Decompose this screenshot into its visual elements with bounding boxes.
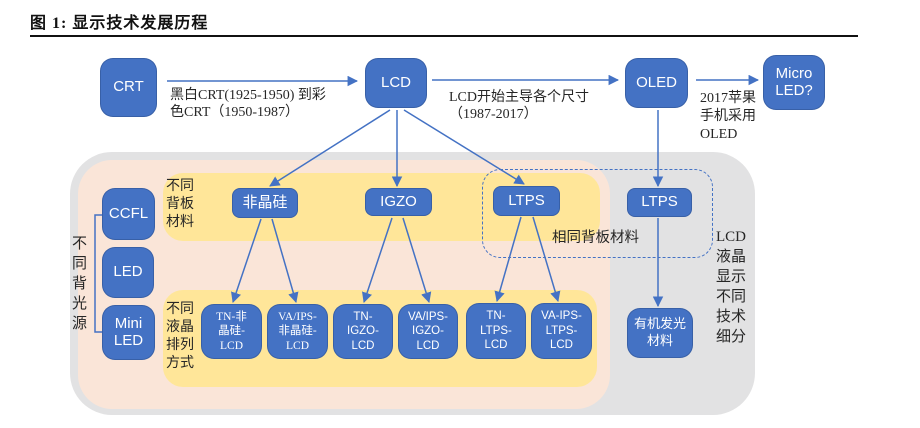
node-ltps-oled: LTPS	[627, 188, 692, 217]
label-liquid-crystal-band: 不同液晶排列方式	[166, 302, 194, 371]
label-backplane-band: 不同背板材料	[166, 179, 194, 230]
note-oled-to-microled: 2017苹果 手机采用 OLED	[700, 91, 756, 142]
node-lcd: LCD	[365, 58, 427, 108]
node-va-ltps-lcd: VA-IPS- LTPS- LCD	[531, 303, 592, 359]
node-micro-led: Micro LED?	[763, 55, 825, 110]
node-a-si: 非晶硅	[232, 188, 298, 218]
node-mini-led: Mini LED	[102, 305, 155, 360]
label-lcd-segmentation: LCD液晶显示不同技术细分	[716, 229, 747, 345]
node-tn-ltps-lcd: TN- LTPS- LCD	[466, 303, 526, 359]
figure-title: 图 1: 显示技术发展历程	[30, 15, 209, 32]
node-oled: OLED	[625, 58, 688, 108]
node-tn-igzo-lcd: TN- IGZO- LCD	[333, 304, 393, 359]
note-lcd-to-oled: LCD开始主导各个尺寸 （1987-2017）	[449, 90, 589, 122]
note-crt-to-lcd: 黑白CRT(1925-1950) 到彩 色CRT（1950-1987）	[170, 88, 326, 120]
node-tn-asi-lcd: TN-非 晶硅- LCD	[201, 304, 262, 359]
label-same-backplane: 相同背板材料	[552, 230, 639, 246]
node-va-igzo-lcd: VA/IPS- IGZO- LCD	[398, 304, 458, 359]
node-va-asi-lcd: VA/IPS- 非晶硅- LCD	[267, 304, 328, 359]
same-backplane-dashed-group	[482, 169, 713, 258]
node-crt: CRT	[100, 58, 157, 117]
node-organic-material: 有机发光 材料	[627, 308, 693, 358]
node-ccfl: CCFL	[102, 188, 155, 240]
title-underline	[30, 35, 858, 37]
node-igzo: IGZO	[365, 188, 432, 216]
node-ltps-lcd: LTPS	[493, 186, 560, 216]
label-backlight-group: 不同背光源	[72, 236, 88, 332]
node-led: LED	[102, 247, 154, 298]
